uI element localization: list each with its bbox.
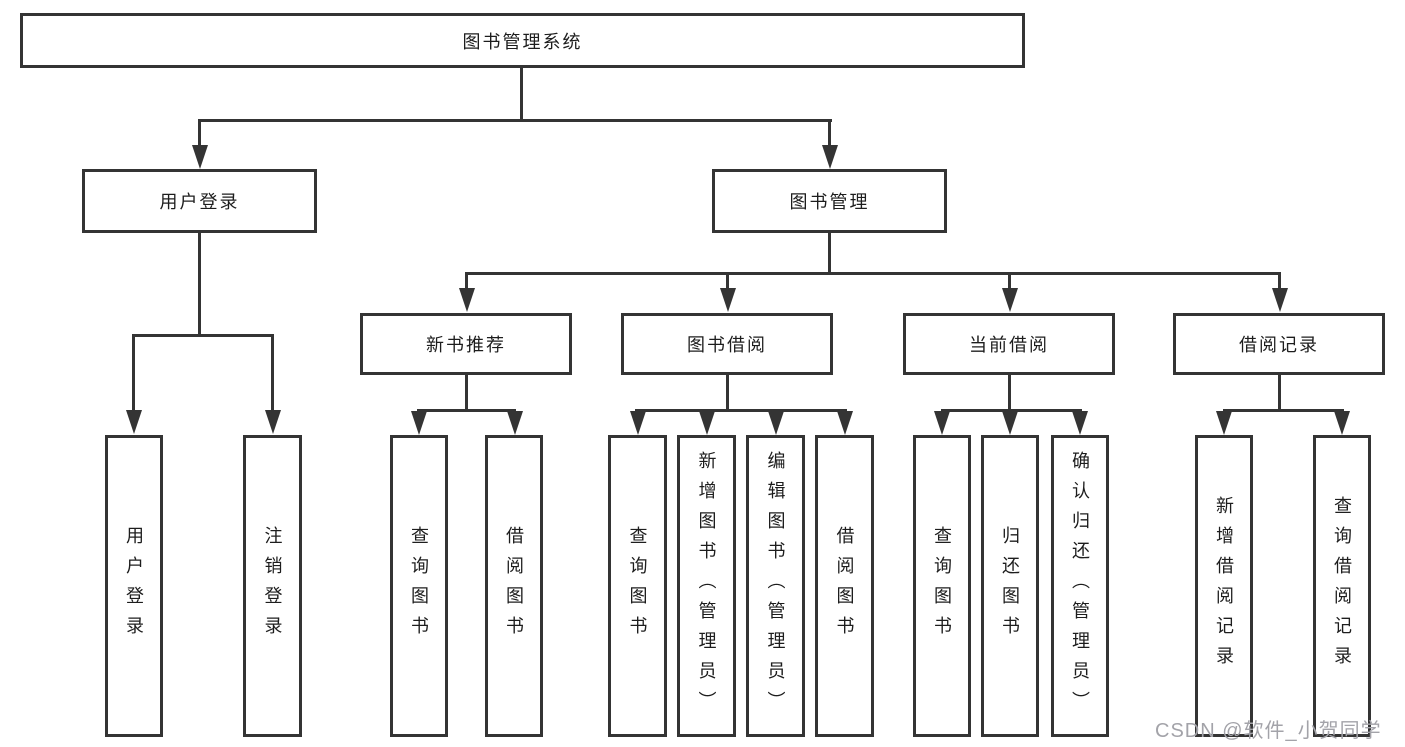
connector-root-hline <box>198 119 832 122</box>
arrow-down <box>1272 288 1288 312</box>
connector-bookmgmt-stem-4 <box>1278 272 1281 290</box>
arrow-down <box>720 288 736 312</box>
connector-bookmgmt-stem-2 <box>726 272 729 290</box>
node-new-book-recommend: 新书推荐 <box>360 313 572 375</box>
arrow-down <box>411 411 427 435</box>
connector-userlogin-stem-left <box>132 334 135 412</box>
leaf-confirm-return-admin: 确认归还（管理员） <box>1051 435 1109 737</box>
leaf-query-borrow-record: 查询借阅记录 <box>1313 435 1371 737</box>
arrow-down <box>1072 411 1088 435</box>
connector-userlogin-vline <box>198 233 201 336</box>
arrow-down <box>822 145 838 169</box>
leaf-return-book: 归还图书 <box>981 435 1039 737</box>
leaf-query-book-current: 查询图书 <box>913 435 971 737</box>
connector-root-stem-right <box>828 119 831 147</box>
connector-borrow-hline <box>635 409 847 412</box>
node-current-borrow: 当前借阅 <box>903 313 1115 375</box>
arrow-down <box>1334 411 1350 435</box>
arrow-down <box>459 288 475 312</box>
arrow-down <box>837 411 853 435</box>
node-borrow-records: 借阅记录 <box>1173 313 1385 375</box>
arrow-down <box>126 410 142 434</box>
leaf-query-book-borrow: 查询图书 <box>608 435 667 737</box>
connector-bookmgmt-hline <box>465 272 1281 275</box>
arrow-down <box>1002 288 1018 312</box>
connector-userlogin-stem-right <box>271 334 274 412</box>
leaf-user-login: 用户登录 <box>105 435 163 737</box>
connector-bookmgmt-stem-1 <box>465 272 468 290</box>
arrow-down <box>934 411 950 435</box>
connector-bookmgmt-vline <box>828 233 831 274</box>
connector-records-vline <box>1278 375 1281 411</box>
leaf-edit-book-admin: 编辑图书（管理员） <box>746 435 805 737</box>
node-book-borrow: 图书借阅 <box>621 313 833 375</box>
connector-bookmgmt-stem-3 <box>1008 272 1011 290</box>
connector-records-hline <box>1223 409 1344 412</box>
arrow-down <box>1002 411 1018 435</box>
connector-current-vline <box>1008 375 1011 411</box>
leaf-add-borrow-record: 新增借阅记录 <box>1195 435 1253 737</box>
arrow-down <box>699 411 715 435</box>
arrow-down <box>630 411 646 435</box>
connector-newbook-vline <box>465 375 468 411</box>
node-book-management: 图书管理 <box>712 169 947 233</box>
connector-userlogin-hline <box>132 334 274 337</box>
connector-current-hline <box>941 409 1082 412</box>
leaf-add-book-admin: 新增图书（管理员） <box>677 435 736 737</box>
connector-root-stem-left <box>198 119 201 147</box>
connector-root-vline <box>520 68 523 122</box>
arrow-down <box>507 411 523 435</box>
arrow-down <box>192 145 208 169</box>
node-root: 图书管理系统 <box>20 13 1025 68</box>
connector-borrow-vline <box>726 375 729 411</box>
leaf-query-book-recommend: 查询图书 <box>390 435 448 737</box>
arrow-down <box>768 411 784 435</box>
leaf-borrow-book: 借阅图书 <box>815 435 874 737</box>
arrow-down <box>1216 411 1232 435</box>
connector-newbook-hline <box>417 409 516 412</box>
node-user-login: 用户登录 <box>82 169 317 233</box>
leaf-logout: 注销登录 <box>243 435 302 737</box>
arrow-down <box>265 410 281 434</box>
leaf-borrow-book-recommend: 借阅图书 <box>485 435 543 737</box>
csdn-watermark: CSDN @软件_小贺同学 <box>1155 720 1382 742</box>
